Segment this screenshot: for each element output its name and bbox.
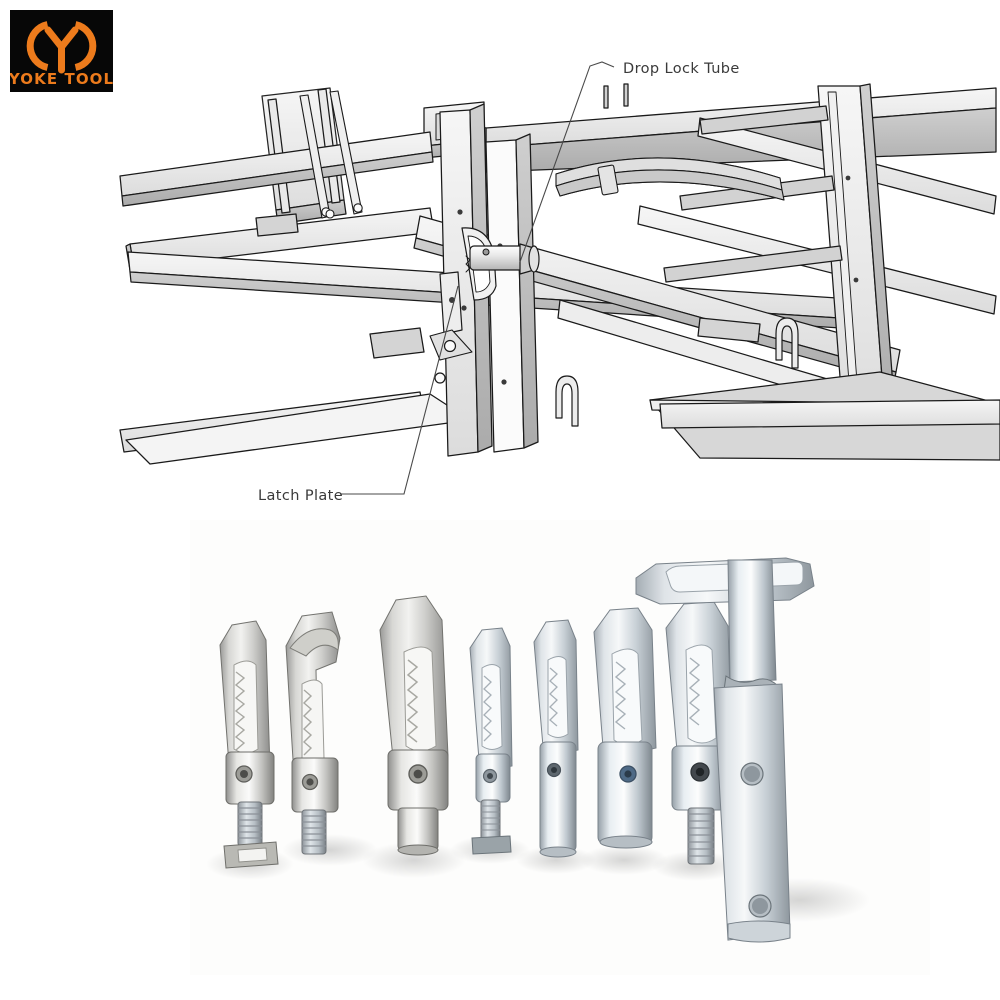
product-item-1[interactable] [219, 620, 279, 869]
arched-spring-assembly [555, 157, 785, 201]
technical-drawing-svg: Drop Lock Tube Latch Plate [119, 61, 1000, 504]
latch-plate-label: Latch Plate [258, 488, 343, 504]
latch-plate-leader-line [340, 285, 459, 495]
callout-drop-lock-tube: Drop Lock Tube [519, 61, 740, 263]
logo-svg: YOKE TOOL [10, 21, 113, 88]
callout-latch-plate: Latch Plate [258, 285, 459, 504]
technical-drawing-panel: Drop Lock Tube Latch Plate [119, 61, 1000, 504]
logo-monogram-icon [26, 21, 97, 74]
right-lower-plank [659, 399, 1000, 429]
product-item-3[interactable] [379, 595, 449, 856]
drop-lock-tube-label: Drop Lock Tube [623, 61, 740, 77]
header-stubs [603, 83, 629, 109]
latch-plate-detail [429, 271, 473, 361]
product-item-8[interactable] [204, 524, 815, 943]
product-item-4[interactable] [469, 627, 513, 855]
product-item-5[interactable] [533, 619, 579, 858]
item-8-top-blade [635, 557, 815, 605]
gusset-plates [255, 213, 761, 359]
frame-geometry [119, 83, 1000, 465]
product-item-2[interactable] [285, 611, 341, 855]
product-item-6[interactable] [593, 607, 657, 849]
hook-clips [555, 317, 799, 427]
product-photo-panel [190, 520, 930, 975]
product-photo-svg [190, 520, 930, 975]
yoke-tool-logo[interactable]: YOKE TOOL [10, 10, 113, 92]
drop-lock-tube-detail [461, 227, 540, 301]
right-sloped-rack [817, 83, 897, 431]
right-vertical-post [485, 133, 539, 453]
logo-wordmark: YOKE TOOL [10, 70, 113, 88]
drop-lock-tube-leader-line [519, 61, 615, 263]
